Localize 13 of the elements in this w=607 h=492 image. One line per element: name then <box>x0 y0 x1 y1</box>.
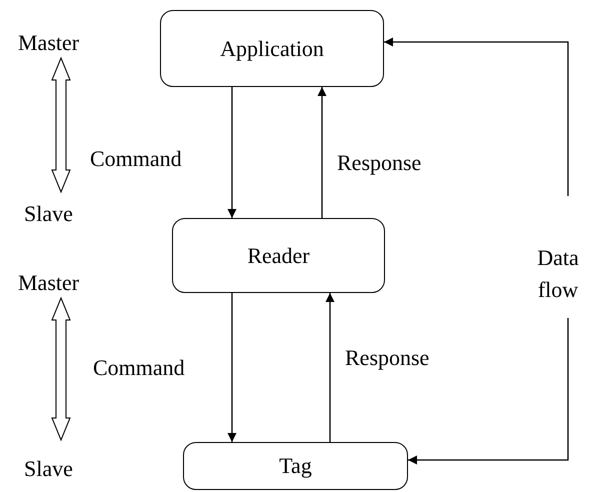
box-label: Application <box>220 34 324 63</box>
process-box <box>160 10 384 87</box>
box-label: Tag <box>279 452 312 480</box>
flow-label: Data flow <box>536 244 580 304</box>
arrow <box>228 293 236 442</box>
arrow <box>318 87 326 218</box>
arrow <box>384 38 569 196</box>
box-label: Reader <box>247 242 310 270</box>
arrow <box>228 87 236 218</box>
arrow <box>326 293 334 442</box>
arrow <box>408 318 569 464</box>
process-box <box>172 218 385 293</box>
process-box <box>183 442 408 490</box>
